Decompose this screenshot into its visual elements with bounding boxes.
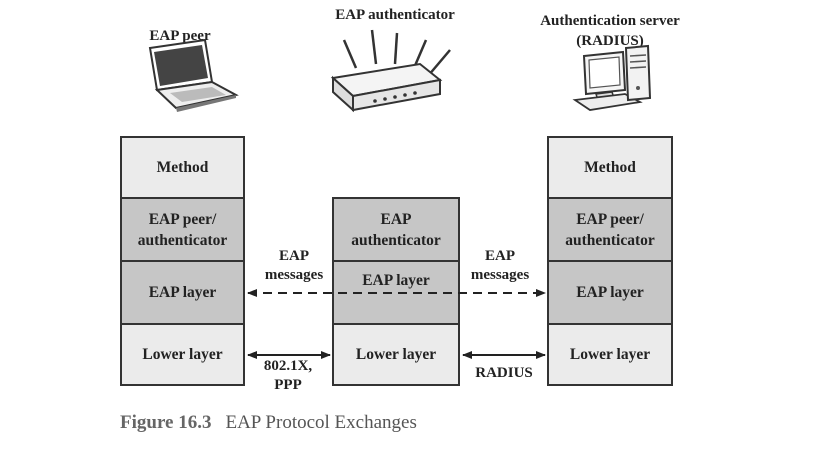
right-lower-protocol-label: RADIUS	[475, 365, 533, 381]
middle-lower-layer-box: Lower layer	[332, 323, 460, 386]
left-lower-protocol-label: 802.1X, PPP	[263, 358, 313, 393]
eap-authenticator-title: EAP authenticator	[335, 7, 455, 23]
left-eap-messages-label: EAP messages	[264, 248, 324, 283]
figure-title: EAP Protocol Exchanges	[225, 412, 417, 433]
figure-number: Figure 16.3	[120, 412, 212, 433]
laptop-icon	[148, 38, 239, 112]
right-lower-layer-box: Lower layer	[547, 323, 673, 386]
wireless-router-icon	[330, 29, 451, 113]
right-eap-layer-box: EAP layer	[547, 260, 673, 325]
left-method-label: Method	[156, 159, 209, 176]
left-lower-layer-label: Lower layer	[142, 346, 223, 363]
right-method-label: Method	[584, 159, 636, 176]
middle-eap-layer-label: EAP layer	[362, 272, 430, 289]
right-eap-layer-label: EAP layer	[576, 284, 644, 301]
middle-lower-layer-label: Lower layer	[355, 346, 437, 363]
right-lower-layer-label: Lower layer	[569, 346, 651, 363]
left-lower-layer-box: Lower layer	[120, 323, 245, 386]
left-method-box: Method	[120, 136, 245, 199]
left-peer-auth-label: EAP peer/ authenticator	[137, 210, 228, 249]
eap-peer-title: EAP peer	[149, 28, 211, 44]
left-eap-layer-box: EAP layer	[120, 260, 245, 325]
right-eap-messages-label: EAP messages	[470, 248, 530, 283]
desktop-computer-icon	[572, 44, 652, 111]
auth-server-subtitle: (RADIUS)	[576, 33, 644, 49]
figure-caption: Figure 16.3 EAP Protocol Exchanges	[120, 412, 417, 434]
left-eap-layer-label: EAP layer	[148, 284, 217, 301]
auth-server-title: Authentication server	[540, 13, 680, 29]
middle-authenticator-label: EAP authenticator	[351, 210, 441, 249]
right-peer-auth-label: EAP peer/ authenticator	[565, 210, 655, 249]
